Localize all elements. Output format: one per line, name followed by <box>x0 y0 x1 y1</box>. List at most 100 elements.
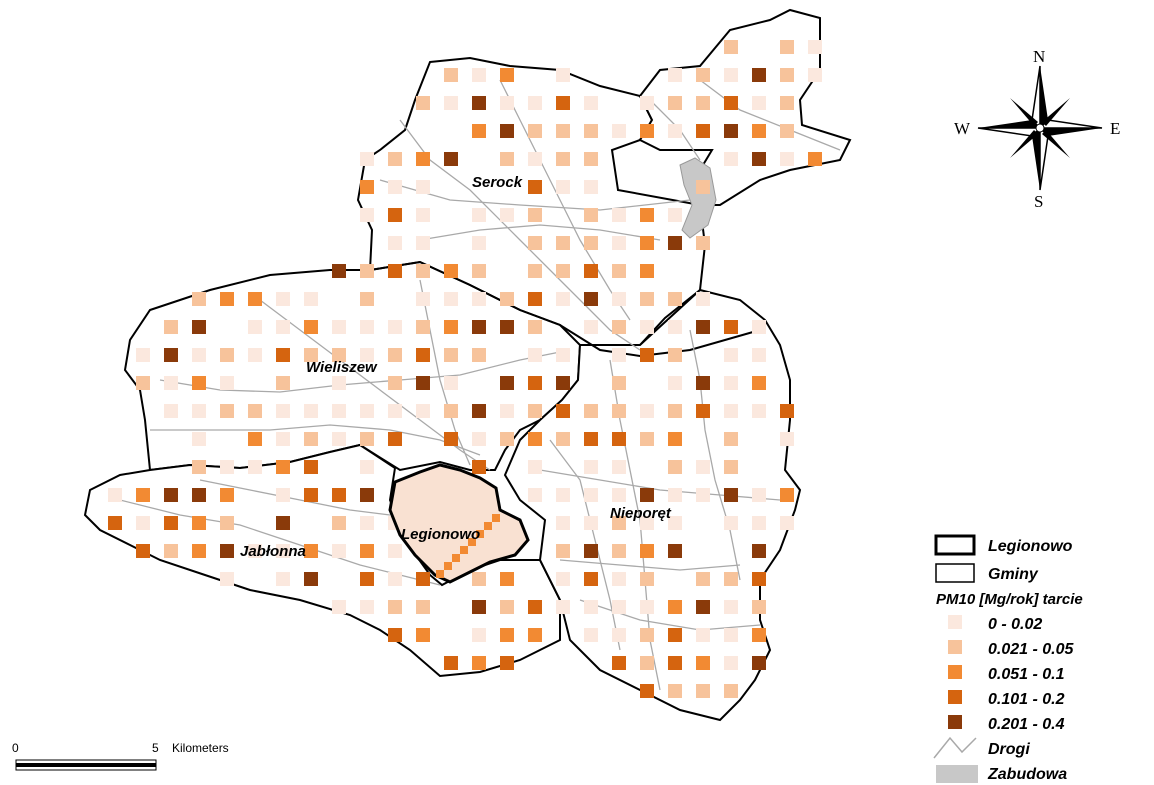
pm10-cell <box>360 180 374 194</box>
pm10-cell <box>696 68 710 82</box>
pm10-cell <box>528 152 542 166</box>
pm10-cell <box>556 236 570 250</box>
pm10-cell <box>528 460 542 474</box>
pm10-cell <box>668 96 682 110</box>
pm10-cell <box>304 320 318 334</box>
pm10-cell <box>556 404 570 418</box>
pm10-cell <box>528 264 542 278</box>
pm10-cell <box>332 320 346 334</box>
legend-legionowo-label: Legionowo <box>988 538 1073 555</box>
pm10-cell <box>332 544 346 558</box>
pm10-cell <box>500 152 514 166</box>
pm10-cell <box>164 544 178 558</box>
pm10-grid <box>108 40 822 698</box>
pm10-cell <box>612 488 626 502</box>
pm10-cell <box>220 404 234 418</box>
pm10-cell <box>192 488 206 502</box>
pm10-cell <box>696 628 710 642</box>
pm10-cell <box>696 600 710 614</box>
pm10-cell <box>640 488 654 502</box>
pm10-cell <box>612 628 626 642</box>
pm10-cell <box>668 600 682 614</box>
pm10-cell <box>724 40 738 54</box>
pm10-cell <box>724 124 738 138</box>
pm10-cell <box>276 432 290 446</box>
pm10-cell <box>556 432 570 446</box>
pm10-cell <box>668 320 682 334</box>
pm10-cell <box>388 152 402 166</box>
pm10-cell <box>276 376 290 390</box>
pm10-cell <box>528 404 542 418</box>
pm10-cell <box>528 348 542 362</box>
pm10-cell <box>668 348 682 362</box>
pm10-cell <box>556 488 570 502</box>
pm10-cell <box>640 208 654 222</box>
pm10-cell <box>724 320 738 334</box>
pm10-cell <box>500 628 514 642</box>
pm10-cell <box>332 432 346 446</box>
region-label-legionowo: Legionowo <box>401 526 480 543</box>
road-network <box>119 79 841 691</box>
pm10-cell <box>416 264 430 278</box>
pm10-cell <box>416 236 430 250</box>
pm10-cell <box>500 68 514 82</box>
pm10-cell <box>724 348 738 362</box>
pm10-cell <box>220 348 234 362</box>
pm10-cell <box>584 236 598 250</box>
pm10-cell <box>360 600 374 614</box>
pm10-cell <box>136 488 150 502</box>
pm10-cell <box>528 292 542 306</box>
legend-gminy-swatch <box>935 563 975 583</box>
pm10-cell <box>668 516 682 530</box>
pm10-cell <box>500 572 514 586</box>
pm10-cell <box>668 236 682 250</box>
pm10-cell <box>752 404 766 418</box>
legend-class2-label: 0.021 - 0.05 <box>988 641 1075 658</box>
pm10-cell <box>304 292 318 306</box>
scale-start-label: 0 <box>12 741 19 755</box>
pm10-cell <box>276 572 290 586</box>
pm10-cell <box>612 348 626 362</box>
pm10-cell <box>332 376 346 390</box>
pm10-cell <box>724 488 738 502</box>
pm10-cell <box>108 516 122 530</box>
pm10-cell <box>360 152 374 166</box>
pm10-cell <box>752 628 766 642</box>
compass-south-label: S <box>1034 192 1043 211</box>
pm10-cell <box>416 600 430 614</box>
pm10-cell <box>360 404 374 418</box>
pm10-cell <box>248 404 262 418</box>
pm10-cell <box>136 516 150 530</box>
pm10-cell <box>164 516 178 530</box>
pm10-cell <box>416 208 430 222</box>
pm10-cell <box>220 460 234 474</box>
legend-class2-swatch <box>948 640 962 654</box>
pm10-cell <box>500 96 514 110</box>
pm10-cell <box>752 96 766 110</box>
pm10-cell <box>416 292 430 306</box>
pm10-cell <box>276 488 290 502</box>
pm10-cell <box>192 376 206 390</box>
pm10-cell <box>780 96 794 110</box>
pm10-cell <box>332 488 346 502</box>
compass-rose: N S E W <box>954 47 1120 211</box>
pm10-cell <box>444 292 458 306</box>
pm10-cell <box>752 376 766 390</box>
pm10-cell <box>668 432 682 446</box>
pm10-cell <box>724 572 738 586</box>
pm10-cell <box>640 320 654 334</box>
pm10-cell <box>472 264 486 278</box>
pm10-cell <box>724 68 738 82</box>
pm10-cell <box>668 68 682 82</box>
pm10-cell <box>752 68 766 82</box>
pm10-cell <box>584 208 598 222</box>
pm10-cell <box>164 348 178 362</box>
compass-east-label: E <box>1110 119 1120 138</box>
pm10-cell <box>388 320 402 334</box>
pm10-cell <box>304 544 318 558</box>
pm10-cell <box>612 460 626 474</box>
legend-built-up-swatch <box>936 765 978 783</box>
pm10-cell <box>696 180 710 194</box>
pm10-cell <box>584 96 598 110</box>
pm10-cell <box>612 516 626 530</box>
